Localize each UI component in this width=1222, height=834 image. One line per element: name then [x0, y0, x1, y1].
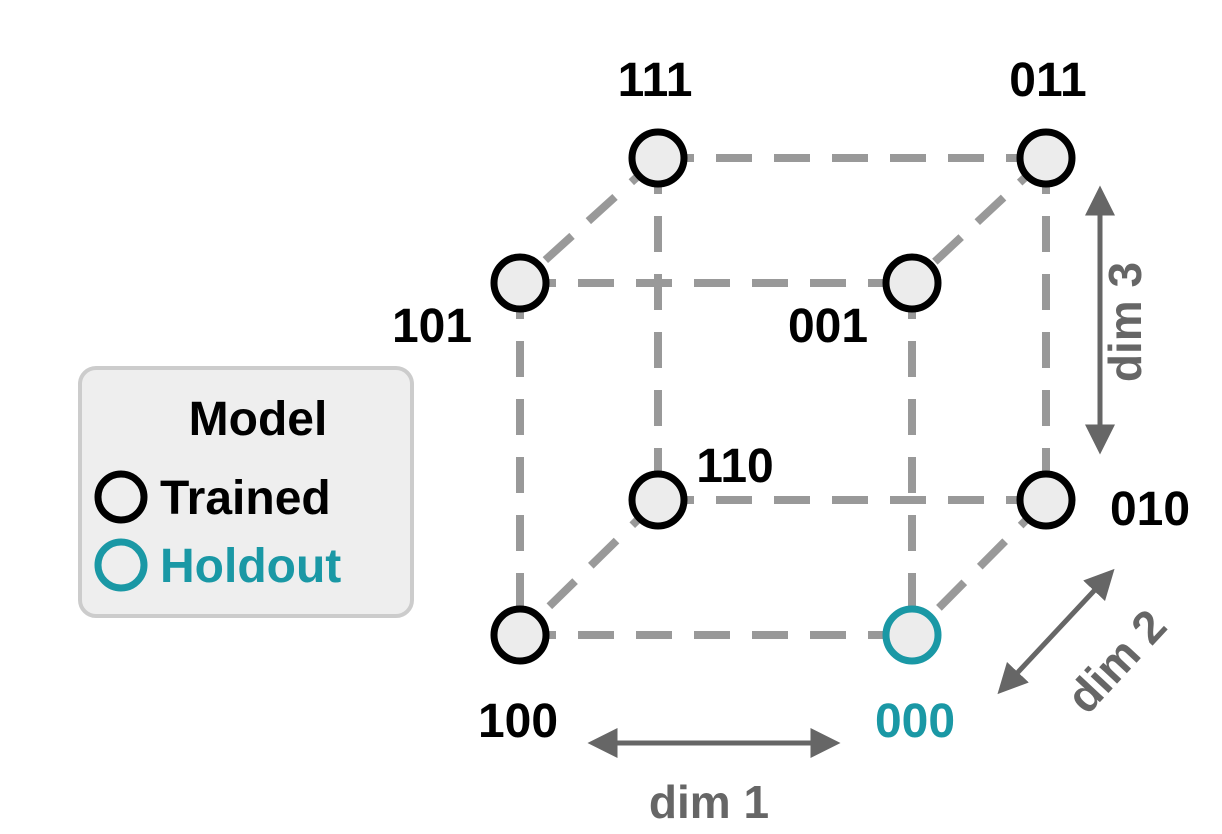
node-label-101: 101	[392, 300, 472, 353]
node-101	[490, 253, 550, 313]
node-label-001: 001	[788, 300, 868, 353]
edge-010-000	[909, 497, 1049, 638]
dim3-label: dim 3	[1099, 262, 1151, 382]
node-100	[490, 605, 550, 665]
dim3-axis: dim 3	[1085, 185, 1151, 455]
node-label-100: 100	[478, 695, 558, 748]
node-label-011: 011	[1009, 54, 1086, 107]
dim2-axis: dim 2	[997, 568, 1176, 723]
node-001	[882, 253, 942, 313]
node-label-111: 111	[618, 54, 693, 107]
node-label-110: 110	[696, 440, 773, 493]
dim1-axis: dim 1	[587, 728, 841, 828]
holdout-marker-icon	[94, 538, 148, 592]
legend-box	[78, 366, 414, 618]
node-000	[882, 605, 942, 665]
dim2-label: dim 2	[1056, 599, 1176, 722]
edge-111-101	[517, 155, 661, 286]
edge-011-001	[909, 155, 1049, 286]
legend-title: Model	[189, 393, 328, 446]
node-010	[1016, 470, 1076, 530]
cube-nodes: 111 011 101 001 110 010 100 000	[392, 54, 1190, 748]
node-label-000: 000	[875, 695, 955, 748]
dim1-label: dim 1	[649, 776, 769, 828]
legend-trained-label: Trained	[160, 472, 331, 525]
node-111	[628, 128, 688, 188]
trained-marker-icon	[94, 470, 148, 524]
cube-edges	[516, 154, 1050, 639]
edge-110-100	[517, 497, 661, 638]
legend: Model Trained Holdout	[78, 366, 414, 618]
node-011	[1016, 128, 1076, 188]
legend-holdout-label: Holdout	[160, 540, 341, 593]
node-label-010: 010	[1110, 483, 1190, 536]
dim2-arrow	[997, 568, 1115, 695]
node-110	[628, 470, 688, 530]
